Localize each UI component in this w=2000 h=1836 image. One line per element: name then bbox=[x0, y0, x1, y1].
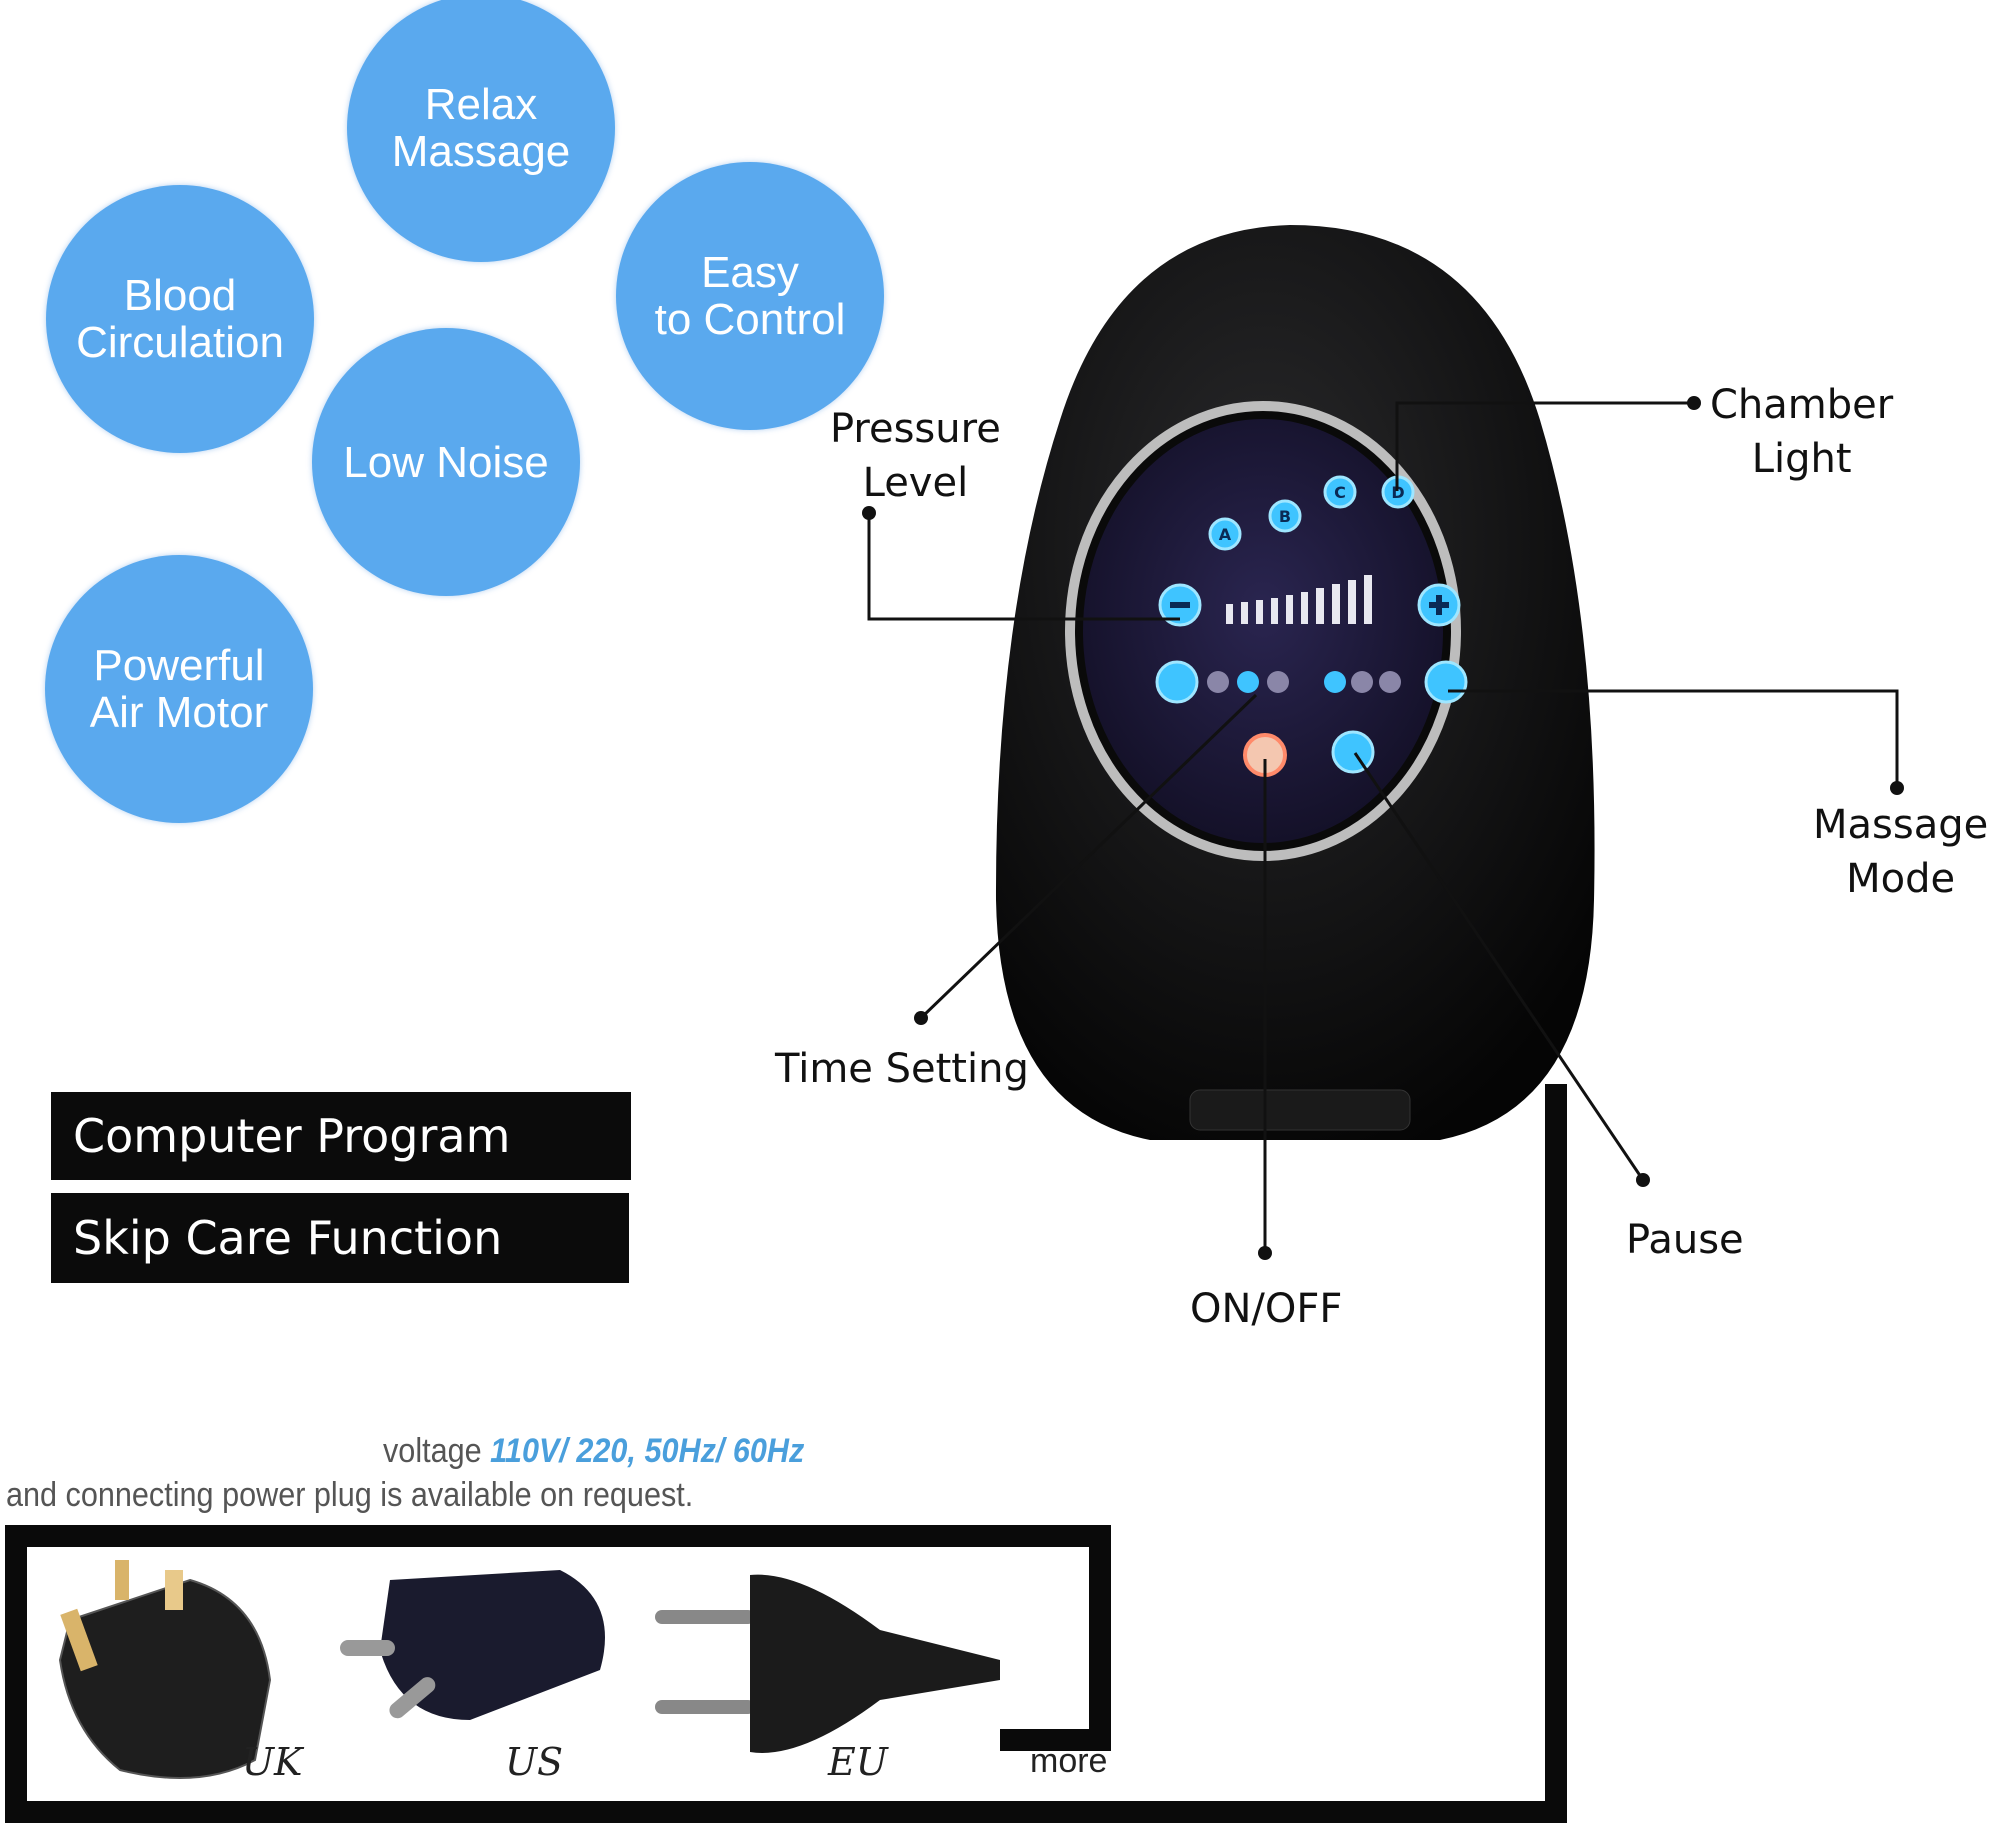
pressure-level-bars bbox=[1226, 575, 1372, 624]
plug-label-us: US bbox=[505, 1740, 564, 1784]
feature-text: Massage bbox=[391, 127, 571, 176]
us-plug-icon bbox=[340, 1570, 605, 1720]
feature-text: Easy bbox=[701, 248, 799, 297]
pause-label: Pause bbox=[1626, 1217, 1744, 1263]
chamber-b-label: B bbox=[1279, 507, 1291, 526]
eu-plug-icon bbox=[655, 1574, 1000, 1753]
label-line: Pressure bbox=[830, 406, 1001, 452]
minus-icon bbox=[1170, 602, 1190, 608]
label-line: Mode bbox=[1846, 856, 1956, 902]
label-line: Massage bbox=[1813, 802, 1989, 848]
feature-text: Relax bbox=[424, 80, 538, 129]
plug-note: and connecting power plug is available o… bbox=[6, 1476, 694, 1514]
voltage-values: 110V/ 220, 50Hz/ 60Hz bbox=[490, 1432, 805, 1470]
device-handle bbox=[1189, 1089, 1411, 1131]
function-computer-program: Computer Program bbox=[51, 1092, 631, 1180]
plus-icon bbox=[1429, 595, 1449, 615]
voltage-text: voltage 110V/ 220, 50Hz/ 60Hz bbox=[383, 1432, 804, 1471]
pause-button bbox=[1331, 730, 1375, 774]
plug-label-more: more bbox=[1030, 1742, 1108, 1780]
power-cord bbox=[5, 1084, 1567, 1823]
plug-label-eu: EU bbox=[828, 1740, 888, 1784]
feature-text: Circulation bbox=[76, 318, 284, 367]
uk-plug-icon bbox=[58, 1560, 272, 1779]
label-line: Chamber bbox=[1710, 382, 1894, 428]
feature-text: Blood bbox=[123, 271, 237, 320]
callout-dots bbox=[862, 396, 1904, 1260]
label-line: Level bbox=[862, 460, 969, 506]
mode-button bbox=[1424, 660, 1468, 704]
feature-text: Air Motor bbox=[89, 688, 269, 737]
feature-text: Low Noise bbox=[343, 437, 549, 487]
time-setting-label: Time Setting bbox=[775, 1046, 1029, 1092]
chamber-d-label: D bbox=[1391, 483, 1404, 502]
callout-lines bbox=[867, 401, 1899, 1253]
chamber-a-label: A bbox=[1219, 525, 1232, 544]
label-line: Light bbox=[1751, 436, 1852, 482]
onoff-label: ON/OFF bbox=[1190, 1286, 1343, 1332]
feature-low-noise: Low Noise bbox=[312, 328, 580, 596]
time-button bbox=[1155, 660, 1199, 704]
feature-text: to Control bbox=[654, 295, 846, 344]
plug-label-uk: UK bbox=[242, 1740, 303, 1784]
function-skip-care: Skip Care Function bbox=[51, 1193, 629, 1283]
chamber-buttons bbox=[1208, 475, 1415, 551]
feature-text: Powerful bbox=[93, 641, 265, 690]
voltage-prefix: voltage bbox=[383, 1432, 482, 1470]
chamber-c-label: C bbox=[1334, 483, 1346, 502]
indicator-leds bbox=[1207, 671, 1401, 693]
